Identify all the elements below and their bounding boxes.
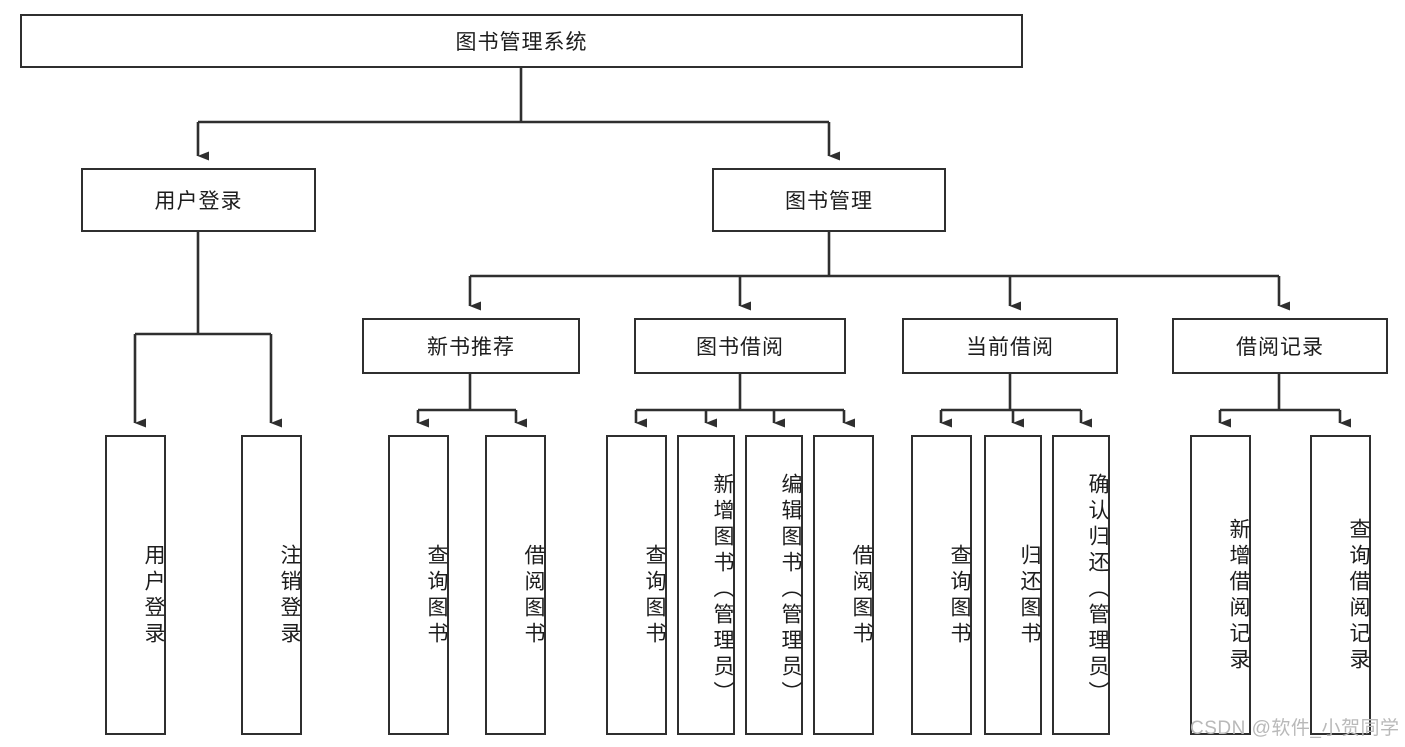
node-leaf-return-book[interactable]: 归还图书 (984, 435, 1042, 735)
csdn-watermark: CSDN @软件_小贺同学 (1190, 718, 1400, 739)
node-book-manage[interactable]: 图书管理 (712, 168, 946, 232)
node-leaf-query-borrow-record[interactable]: 查询借阅记录 (1310, 435, 1371, 735)
node-leaf-confirm-return-admin[interactable]: 确认归还（管理员） (1052, 435, 1110, 735)
node-leaf-edit-book-admin[interactable]: 编辑图书（管理员） (745, 435, 803, 735)
node-current-borrow[interactable]: 当前借阅 (902, 318, 1118, 374)
node-leaf-query-book-bb-label: 查询图书 (643, 544, 666, 648)
node-leaf-query-book-bb[interactable]: 查询图书 (606, 435, 667, 735)
node-leaf-borrow-book-rec-label: 借阅图书 (522, 544, 545, 648)
node-leaf-user-logout[interactable]: 注销登录 (241, 435, 302, 735)
node-root[interactable]: 图书管理系统 (20, 14, 1023, 68)
node-book-manage-label: 图书管理 (785, 190, 873, 213)
node-leaf-add-borrow-record-label: 新增借阅记录 (1227, 518, 1250, 674)
node-leaf-edit-book-admin-label: 编辑图书（管理员） (779, 473, 802, 707)
node-borrow-record-label: 借阅记录 (1236, 336, 1324, 359)
node-leaf-query-book-cb[interactable]: 查询图书 (911, 435, 972, 735)
node-leaf-borrow-book-rec[interactable]: 借阅图书 (485, 435, 546, 735)
node-user-login[interactable]: 用户登录 (81, 168, 316, 232)
node-leaf-borrow-book-bb-label: 借阅图书 (850, 544, 873, 648)
node-leaf-user-login-label: 用户登录 (142, 544, 165, 648)
node-borrow-record[interactable]: 借阅记录 (1172, 318, 1388, 374)
node-leaf-borrow-book-bb[interactable]: 借阅图书 (813, 435, 874, 735)
node-leaf-confirm-return-admin-label: 确认归还（管理员） (1086, 473, 1109, 707)
node-book-borrow[interactable]: 图书借阅 (634, 318, 846, 374)
node-leaf-query-book-rec[interactable]: 查询图书 (388, 435, 449, 735)
node-user-login-label: 用户登录 (154, 190, 243, 213)
node-new-book-rec[interactable]: 新书推荐 (362, 318, 580, 374)
node-book-borrow-label: 图书借阅 (696, 336, 784, 359)
node-leaf-query-book-cb-label: 查询图书 (948, 544, 971, 648)
node-root-label: 图书管理系统 (455, 31, 588, 54)
node-leaf-return-book-label: 归还图书 (1018, 544, 1041, 648)
node-current-borrow-label: 当前借阅 (966, 336, 1054, 359)
node-leaf-user-login[interactable]: 用户登录 (105, 435, 166, 735)
node-leaf-add-book-admin-label: 新增图书（管理员） (711, 473, 734, 707)
node-new-book-rec-label: 新书推荐 (427, 336, 515, 359)
node-leaf-add-book-admin[interactable]: 新增图书（管理员） (677, 435, 735, 735)
node-leaf-query-book-rec-label: 查询图书 (425, 544, 448, 648)
node-leaf-query-borrow-record-label: 查询借阅记录 (1347, 518, 1370, 674)
node-leaf-user-logout-label: 注销登录 (278, 544, 301, 648)
node-leaf-add-borrow-record[interactable]: 新增借阅记录 (1190, 435, 1251, 735)
